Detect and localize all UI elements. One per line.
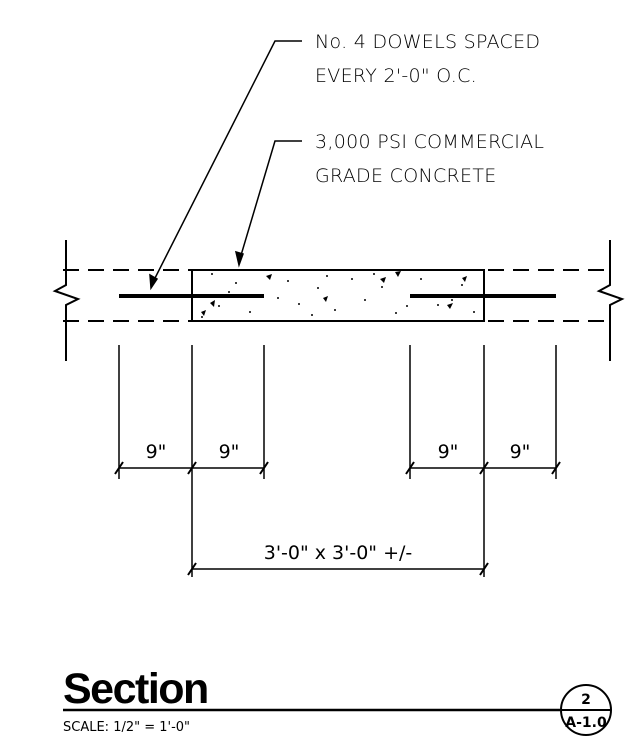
concrete-note-line2: GRADE CONCRETE (315, 165, 497, 187)
dimension-tick (479, 562, 489, 576)
detail-callout: 2 A-1.0 (560, 684, 612, 736)
right-break-line (596, 240, 625, 361)
dimension-tick (187, 562, 197, 576)
dimension-tick (187, 461, 197, 475)
concrete-note-line1: 3,000 PSI COMMERCIAL (315, 131, 544, 153)
dimension-tick (259, 461, 269, 475)
scale-note: SCALE: 1/2" = 1'-0" (63, 720, 190, 735)
dimension-tick (114, 461, 124, 475)
dim-overall: 3'-0" x 3'-0" +/- (264, 542, 413, 564)
leaders (149, 40, 302, 291)
concrete-leader-arrow (234, 250, 244, 268)
dimensions (114, 345, 561, 577)
left-break-line (52, 240, 81, 361)
dimension-tick (551, 461, 561, 475)
dimension-tick (405, 461, 415, 475)
dim-right-outer: 9" (510, 441, 531, 463)
drawing-title: Section (63, 665, 208, 713)
concrete-leader-line (238, 140, 302, 263)
dim-left-inner: 9" (219, 441, 240, 463)
detail-number: 2 (581, 692, 591, 708)
sheet-number: A-1.0 (565, 715, 607, 731)
dim-left-outer: 9" (146, 441, 167, 463)
concrete-hatch (201, 271, 475, 318)
dowel-leader-line (150, 40, 302, 287)
dowel-leader-arrow (149, 273, 159, 291)
dim-right-inner: 9" (438, 441, 459, 463)
slab-section (52, 240, 625, 361)
dowel-note-line1: No. 4 DOWELS SPACED (315, 31, 540, 53)
dowel-note-line2: EVERY 2'-0" O.C. (315, 65, 477, 87)
dimension-tick (479, 461, 489, 475)
